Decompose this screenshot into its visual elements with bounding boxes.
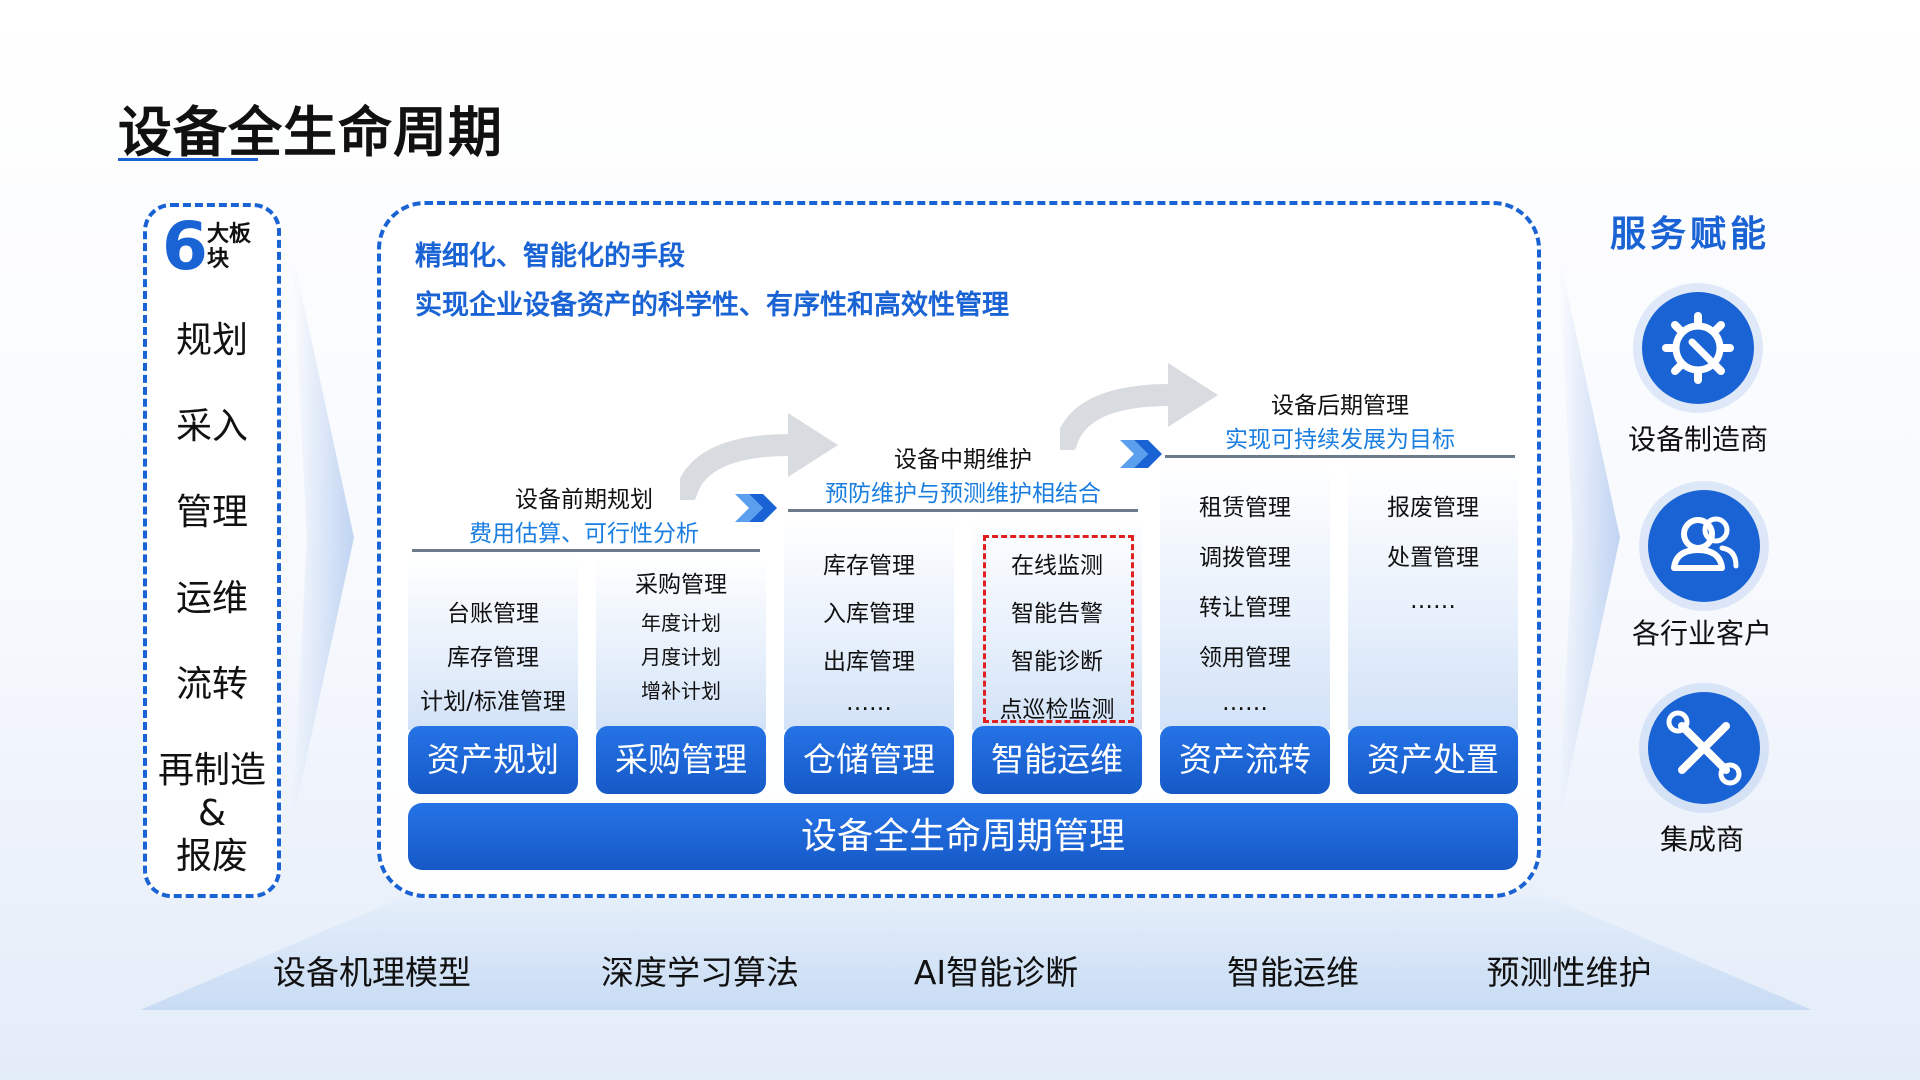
tech-item-deep-learning: 深度学习算法: [601, 953, 799, 992]
tech-item-mechanism-model: 设备机理模型: [273, 953, 471, 992]
modules-count: 6: [162, 208, 208, 285]
column-bg: [596, 555, 766, 730]
col5-item: 转让管理: [1199, 595, 1291, 621]
col3-item: 出库管理: [823, 649, 915, 675]
stage-ampersand: &: [197, 793, 227, 834]
stage-transfer: 流转: [175, 664, 248, 705]
phase-late-subtitle: 实现可持续发展为目标: [1225, 427, 1455, 453]
col1-item: 台账管理: [447, 601, 539, 627]
phase-late-divider: [1165, 455, 1515, 458]
tech-item-predictive-maintenance: 预测性维护: [1486, 953, 1652, 992]
curve-arrow-early-to-mid: [680, 413, 838, 500]
col6-item: 处置管理: [1387, 545, 1479, 571]
col5-item: 租赁管理: [1199, 495, 1291, 521]
stage-operate: 运维: [175, 578, 248, 619]
stage-scrap: 报废: [175, 836, 248, 877]
title-underline: [118, 158, 258, 161]
phase-mid-title: 设备中期维护: [894, 447, 1032, 473]
service-label-customers: 各行业客户: [1631, 617, 1772, 650]
col5-item: ……: [1222, 690, 1268, 716]
col3-item: ……: [846, 690, 892, 716]
col1-item: 计划/标准管理: [420, 689, 566, 715]
col4-item: 点巡检监测: [999, 697, 1115, 723]
highlight-box: [983, 535, 1134, 723]
service-label-manufacturer: 设备制造商: [1627, 423, 1768, 456]
col6-item: ……: [1410, 588, 1456, 614]
col4-item: 在线监测: [1011, 553, 1103, 579]
module-warehouse-button[interactable]: 仓储管理: [784, 726, 954, 794]
col5-item: 调拨管理: [1199, 545, 1291, 571]
phase-early-subtitle: 费用估算、可行性分析: [469, 521, 699, 547]
gear-wrench-icon: [1642, 292, 1754, 404]
right-flow-arrow: [1558, 250, 1620, 825]
stage-remanufacture: 再制造: [157, 750, 266, 791]
double-chevron-icon: [735, 494, 777, 522]
stage-plan: 规划: [175, 320, 248, 361]
col2-item: 采购管理: [635, 572, 727, 598]
col6-item: 报废管理: [1387, 495, 1479, 521]
headline-goal: 实现企业设备资产的科学性、有序性和高效性管理: [415, 290, 1009, 321]
column-bg: [1348, 462, 1518, 730]
stage-acquire: 采入: [175, 406, 248, 447]
module-procurement-button[interactable]: 采购管理: [596, 726, 766, 794]
col2-item: 增补计划: [641, 679, 721, 703]
col4-item: 智能告警: [1011, 601, 1103, 627]
double-chevron-icon: [1120, 440, 1162, 468]
six-modules-panel: [143, 203, 281, 898]
technology-base: [140, 895, 1812, 1010]
module-asset-disposal-button[interactable]: 资产处置: [1348, 726, 1518, 794]
stage-manage: 管理: [175, 492, 248, 533]
phase-late-title: 设备后期管理: [1271, 393, 1409, 419]
module-smart-ops-button[interactable]: 智能运维: [972, 726, 1142, 794]
users-icon: [1648, 490, 1760, 602]
col3-item: 入库管理: [823, 601, 915, 627]
column-bg: [784, 515, 954, 730]
phase-early-title: 设备前期规划: [515, 487, 653, 513]
phase-early-divider: [412, 549, 760, 552]
col1-item: 库存管理: [447, 645, 539, 671]
modules-unit: 大板块: [207, 222, 252, 272]
lifecycle-management-bar[interactable]: 设备全生命周期管理: [408, 803, 1518, 870]
tech-item-smart-ops: 智能运维: [1227, 953, 1359, 992]
page-title: 设备全生命周期: [118, 101, 503, 164]
phase-mid-divider: [788, 509, 1138, 512]
col3-item: 库存管理: [823, 553, 915, 579]
tech-item-ai-diagnosis: AI智能诊断: [913, 953, 1079, 992]
module-asset-transfer-button[interactable]: 资产流转: [1160, 726, 1330, 794]
col2-item: 年度计划: [641, 611, 721, 635]
column-bg: [1160, 462, 1330, 730]
col5-item: 领用管理: [1199, 645, 1291, 671]
col4-item: 智能诊断: [1011, 649, 1103, 675]
module-asset-planning-button[interactable]: 资产规划: [408, 726, 578, 794]
headline-means: 精细化、智能化的手段: [415, 241, 685, 272]
phase-mid-subtitle: 预防维护与预测维护相结合: [825, 481, 1101, 507]
curve-arrow-mid-to-late: [1060, 363, 1218, 450]
tools-icon: [1648, 692, 1760, 804]
col2-item: 月度计划: [641, 645, 721, 669]
service-title: 服务赋能: [1610, 214, 1771, 255]
left-flow-arrow: [292, 250, 354, 825]
service-label-integrator: 集成商: [1659, 823, 1744, 856]
column-bg: [972, 515, 1142, 730]
column-bg: [408, 555, 578, 730]
